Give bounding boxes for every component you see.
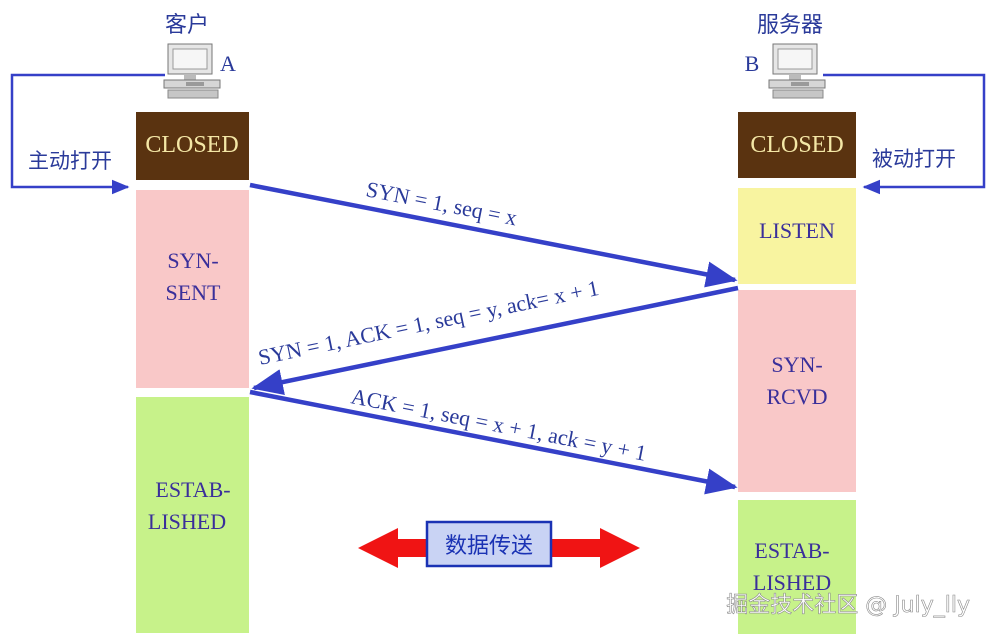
data-transfer-box <box>425 520 553 568</box>
server-open-loop <box>823 73 986 195</box>
client-closed-label: CLOSED <box>145 132 238 158</box>
client-action-label: 主动打开 <box>28 149 112 173</box>
watermark-text: 掘金技术社区 @ July_lly <box>726 593 970 618</box>
server-closed-label: CLOSED <box>750 132 843 158</box>
server-listen-box <box>738 188 856 284</box>
server-title: 服务器 <box>757 13 823 38</box>
client-closed-box <box>136 112 249 180</box>
syn-ack-label: SYN = 1, ACK = 1, seq = y, ack= x + 1 <box>256 275 601 370</box>
client-letter: A <box>220 51 236 76</box>
client-syn-sent-label-2: SENT <box>166 280 222 305</box>
server-letter: B <box>745 51 760 76</box>
computer-icon <box>163 43 221 99</box>
server-syn-rcvd-box <box>738 290 856 492</box>
ack-label: ACK = 1, seq = x + 1, ack = y + 1 <box>349 383 649 465</box>
server-action-label: 被动打开 <box>872 147 956 171</box>
client-open-loop <box>10 73 165 195</box>
server-syn-rcvd-label-2: RCVD <box>766 384 827 409</box>
server-listen-label: LISTEN <box>759 218 835 243</box>
computer-icon <box>768 43 826 99</box>
client-established-label-2: LISHED <box>148 509 226 534</box>
syn-arrow <box>249 182 738 288</box>
server-established-label-1: ESTAB- <box>754 538 829 563</box>
data-transfer-label: 数据传送 <box>445 534 533 559</box>
client-title: 客户 <box>165 13 209 38</box>
server-syn-rcvd-label-1: SYN- <box>771 352 822 377</box>
syn-ack-arrow <box>251 285 739 396</box>
server-closed-box <box>738 112 856 178</box>
client-syn-sent-label-1: SYN- <box>167 248 218 273</box>
server-established-box <box>738 500 856 634</box>
client-established-box <box>136 397 249 633</box>
client-syn-sent-box <box>136 190 249 388</box>
ack-arrow <box>249 389 738 495</box>
server-established-label-2: LISHED <box>753 570 831 595</box>
client-established-label-1: ESTAB- <box>155 477 230 502</box>
